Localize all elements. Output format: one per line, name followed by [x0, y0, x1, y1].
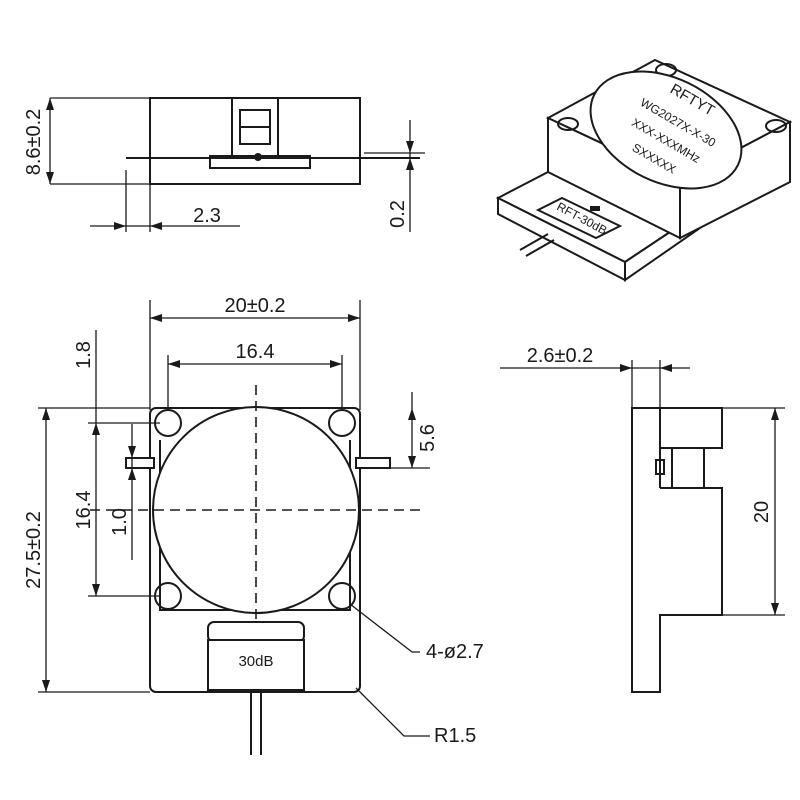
- iso-mounting-hole: [557, 117, 579, 131]
- arrowhead: [620, 364, 632, 372]
- top-view: 30dB 20±0.2 16.4 27.5±0.2 16.4 1.8: [23, 295, 484, 755]
- arrowhead: [406, 158, 414, 170]
- end-view-outline: [631, 407, 723, 693]
- arrowhead: [406, 141, 414, 153]
- arrowhead: [42, 408, 50, 420]
- arrowhead: [408, 408, 416, 420]
- dim-end-height: 20: [751, 501, 773, 523]
- dim-hole-to-tab: 5.6: [417, 424, 439, 452]
- arrowhead: [128, 468, 136, 480]
- arrowhead: [46, 98, 54, 110]
- dim-side-height: 8.6±0.2: [23, 109, 45, 176]
- mounting-hole: [328, 582, 356, 610]
- iso-lead: [519, 233, 549, 251]
- dim-tab-offset: 1.8: [73, 341, 95, 369]
- end-view-pin: [655, 459, 665, 475]
- leader-line: [355, 687, 430, 737]
- arrowhead: [92, 423, 100, 435]
- arrowhead: [408, 456, 416, 468]
- dim-height: 27.5±0.2: [23, 511, 45, 589]
- dim-hole-pitch-y: 16.4: [73, 491, 95, 530]
- iso-pin-contact: [590, 206, 600, 211]
- iso-label-disc: [589, 70, 743, 190]
- arrowhead: [330, 360, 342, 368]
- iso-body-side: [679, 120, 791, 240]
- iso-lead: [525, 239, 555, 257]
- arrowhead: [150, 314, 162, 322]
- dim-pin-offset: 2.3: [193, 205, 221, 227]
- side-view: 8.6±0.2 2.3 0.2: [23, 97, 425, 232]
- dim-width: 20±0.2: [224, 295, 285, 317]
- end-view: 2.6±0.2 20: [500, 345, 785, 693]
- arrowhead: [771, 408, 779, 420]
- arrowhead: [168, 360, 180, 368]
- dim-pin-width: 1.0: [109, 508, 131, 536]
- arrowhead: [771, 603, 779, 615]
- side-view-body: [149, 97, 361, 185]
- iso-substrate: [535, 196, 623, 240]
- isometric-view: RFTYT WG2027X-X-30 XXX-XXXMHz SXXXXX RFT…: [495, 58, 793, 282]
- arrowhead: [348, 314, 360, 322]
- arrowhead: [46, 172, 54, 184]
- dim-pin-thickness: 0.2: [387, 200, 409, 228]
- arrowhead: [114, 222, 126, 230]
- arrowhead: [128, 446, 136, 458]
- arrowhead: [150, 222, 162, 230]
- dim-corner-radius: R1.5: [434, 725, 476, 747]
- dim-holes: 4-ø2.7: [426, 641, 484, 663]
- arrowhead: [42, 680, 50, 692]
- top-view-tab: [355, 457, 391, 469]
- iso-mounting-hole: [765, 119, 787, 133]
- top-view-connector: [207, 639, 305, 691]
- arrowhead: [660, 364, 672, 372]
- dim-hole-pitch-x: 16.4: [236, 341, 275, 363]
- top-view-tab: [125, 457, 155, 469]
- top-view-label: 30dB: [238, 653, 273, 670]
- dim-end-thickness: 2.6±0.2: [527, 345, 594, 367]
- arrowhead: [92, 584, 100, 596]
- leader-line: [349, 603, 420, 653]
